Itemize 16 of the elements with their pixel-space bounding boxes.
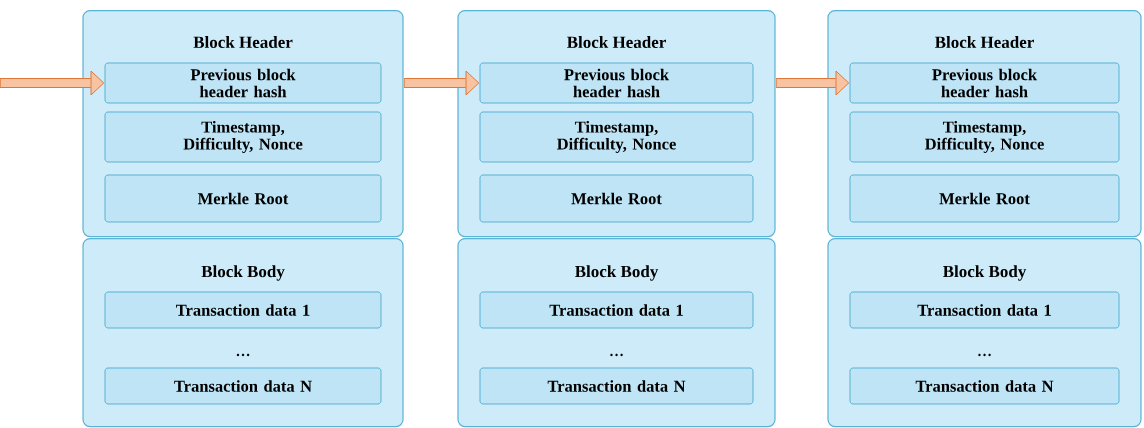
field-box: Previous block header hash <box>104 62 382 104</box>
field-box: Timestamp, Difficulty, Nonce <box>479 111 754 163</box>
field-box: Timestamp, Difficulty, Nonce <box>104 111 382 163</box>
field-box: Transaction data 1 <box>479 291 754 329</box>
field-box: Timestamp, Difficulty, Nonce <box>849 111 1120 163</box>
field-box: Transaction data N <box>479 367 754 405</box>
field-box: Transaction data 1 <box>104 291 382 329</box>
field-box: Merkle Root <box>479 174 754 223</box>
field-box: Transaction data 1 <box>849 291 1120 329</box>
field-box: Transaction data N <box>849 367 1120 405</box>
field-box: Transaction data N <box>104 367 382 405</box>
field-box: Merkle Root <box>104 174 382 223</box>
field-box: Merkle Root <box>849 174 1120 223</box>
field-box: Previous block header hash <box>849 62 1120 104</box>
arrow <box>0 70 105 96</box>
field-box: Previous block header hash <box>479 62 754 104</box>
